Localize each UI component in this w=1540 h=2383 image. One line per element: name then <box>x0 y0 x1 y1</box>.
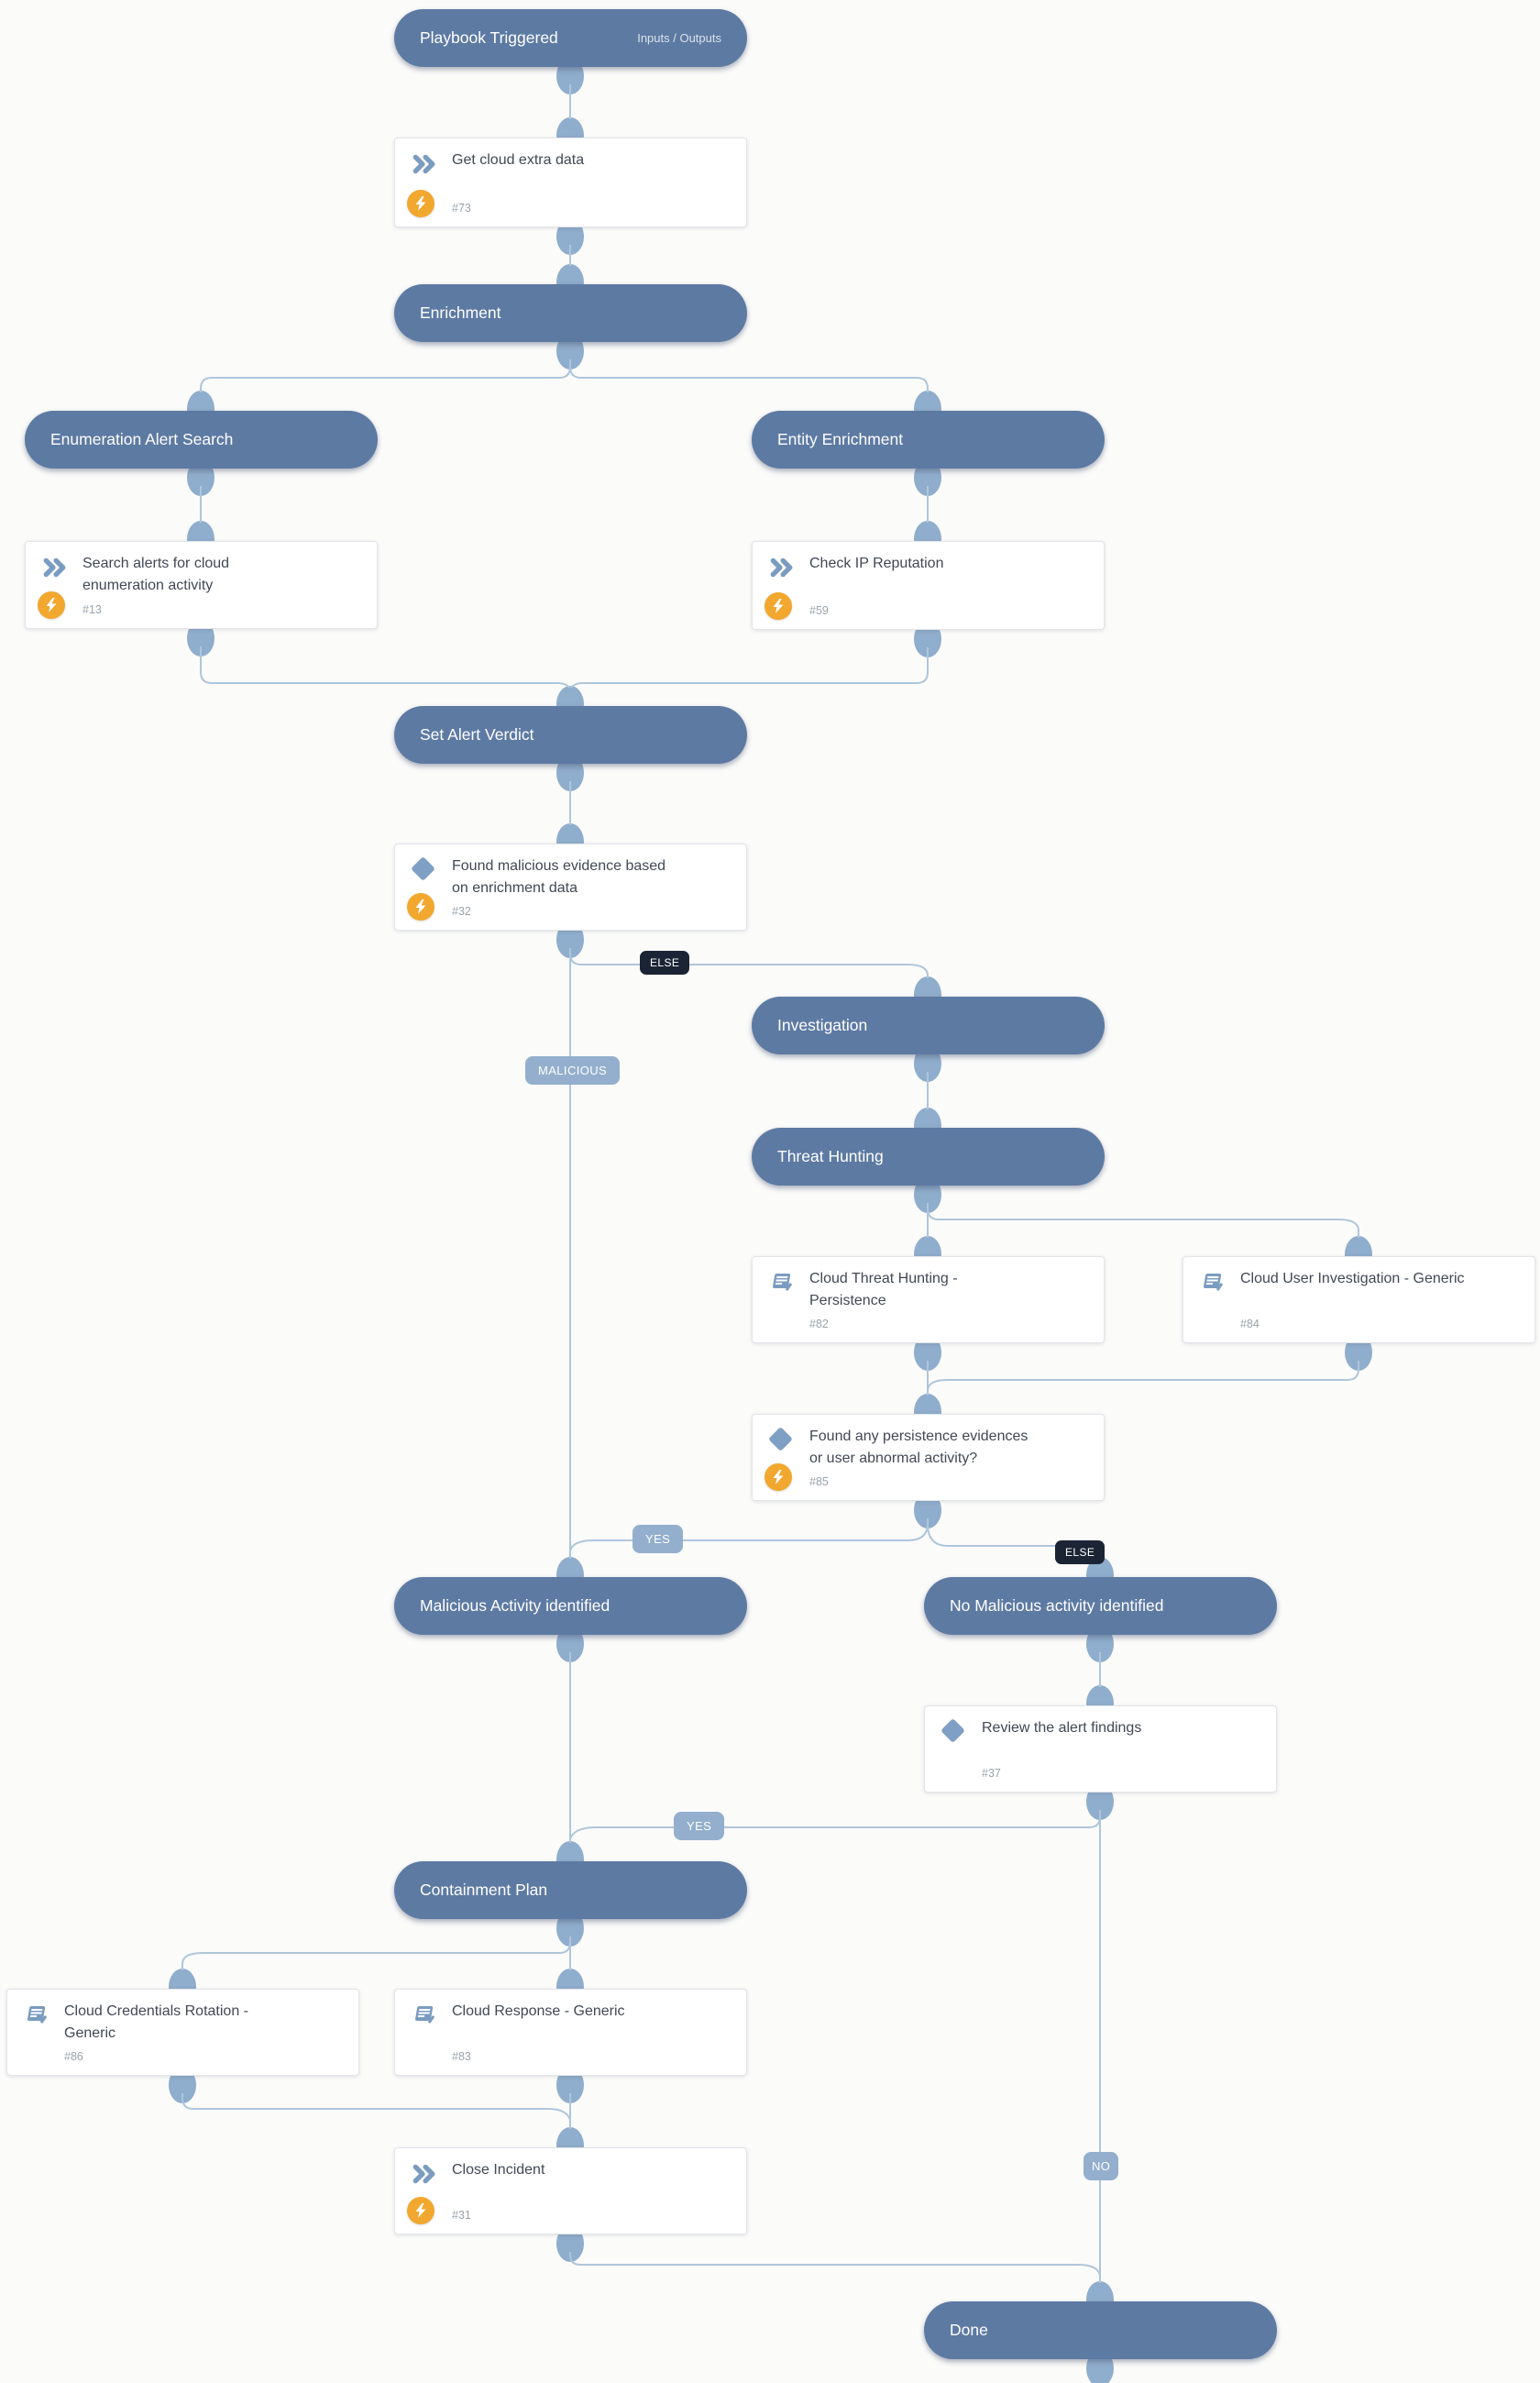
subplaybook-cloud-response-generic[interactable]: Cloud Response - Generic #83 <box>394 1989 747 2076</box>
task-id: #37 <box>982 1767 1001 1780</box>
condition-diamond-icon <box>940 1718 965 1743</box>
condition-found-malicious-evidence[interactable]: Found malicious evidence based on enrich… <box>394 844 747 931</box>
connector-paths <box>182 84 1359 2287</box>
section-label: Enrichment <box>420 303 501 322</box>
playbook-book-icon <box>412 2003 435 2027</box>
automation-lightning-icon <box>407 190 434 217</box>
section-enrichment[interactable]: Enrichment <box>394 284 747 342</box>
task-id: #85 <box>809 1475 829 1488</box>
automation-task-icon <box>769 556 793 579</box>
task-id: #13 <box>82 603 102 616</box>
task-id: #73 <box>452 202 471 215</box>
condition-diamond-icon <box>768 1427 793 1451</box>
section-label: Entity Enrichment <box>777 430 904 448</box>
section-investigation[interactable]: Investigation <box>752 997 1105 1054</box>
section-label: Enumeration Alert Search <box>50 430 234 448</box>
subplaybook-cloud-user-investigation-generic[interactable]: Cloud User Investigation - Generic #84 <box>1182 1256 1535 1343</box>
section-label: No Malicious activity identified <box>950 1596 1164 1615</box>
task-title: Check IP Reputation <box>809 556 944 571</box>
task-id: #32 <box>452 905 471 918</box>
task-title: Search alerts for cloud enumeration acti… <box>82 556 230 593</box>
task-id: #31 <box>452 2209 471 2222</box>
task-title: Cloud Response - Generic <box>452 2003 625 2019</box>
section-label: Threat Hunting <box>777 1147 884 1165</box>
section-containment-plan[interactable]: Containment Plan <box>394 1861 747 1919</box>
task-title: Get cloud extra data <box>452 152 585 168</box>
section-enumeration-alert-search[interactable]: Enumeration Alert Search <box>25 411 378 469</box>
edge-label-no: NO <box>1084 2152 1119 2180</box>
task-id: #59 <box>809 604 829 617</box>
subplaybook-cloud-credentials-rotation-generic[interactable]: Cloud Credentials Rotation - Generic #86 <box>6 1989 359 2076</box>
edge-label-else: ELSE <box>1055 1540 1106 1564</box>
condition-found-persistence-evidences[interactable]: Found any persistence evidences or user … <box>752 1414 1105 1501</box>
section-label: Done <box>950 2321 988 2339</box>
task-get-cloud-extra-data[interactable]: Get cloud extra data #73 <box>394 138 747 227</box>
automation-task-icon <box>412 152 435 176</box>
edge-label-yes: YES <box>632 1525 684 1553</box>
section-label: Playbook Triggered <box>420 28 558 47</box>
condition-review-alert-findings[interactable]: Review the alert findings #37 <box>924 1705 1277 1793</box>
section-done[interactable]: Done <box>924 2301 1277 2359</box>
task-close-incident[interactable]: Close Incident #31 <box>394 2147 747 2234</box>
condition-title: Review the alert findings <box>982 1720 1142 1736</box>
task-title: Cloud User Investigation - Generic <box>1240 1271 1465 1286</box>
section-entity-enrichment[interactable]: Entity Enrichment <box>752 411 1105 469</box>
playbook-book-icon <box>1200 1271 1224 1295</box>
section-no-malicious-activity-identified[interactable]: No Malicious activity identified <box>924 1577 1277 1635</box>
automation-lightning-icon <box>764 1463 792 1491</box>
condition-title: Found malicious evidence based on enrich… <box>452 858 666 896</box>
automation-lightning-icon <box>764 592 792 620</box>
subplaybook-cloud-threat-hunting-persistence[interactable]: Cloud Threat Hunting - Persistence #82 <box>752 1256 1105 1343</box>
section-malicious-activity-identified[interactable]: Malicious Activity identified <box>394 1577 747 1635</box>
condition-diamond-icon <box>411 856 435 881</box>
section-label: Set Alert Verdict <box>420 725 534 744</box>
automation-lightning-icon <box>38 591 65 619</box>
task-check-ip-reputation[interactable]: Check IP Reputation #59 <box>752 541 1105 630</box>
task-title: Close Incident <box>452 2162 545 2178</box>
automation-task-icon <box>412 2162 435 2186</box>
task-id: #82 <box>809 1318 829 1330</box>
task-title: Cloud Credentials Rotation - Generic <box>64 2003 248 2041</box>
inputs-outputs-link[interactable]: Inputs / Outputs <box>637 31 721 45</box>
condition-title: Found any persistence evidences or user … <box>809 1429 1028 1466</box>
section-label: Containment Plan <box>420 1881 548 1899</box>
task-search-alerts-cloud-enumeration[interactable]: Search alerts for cloud enumeration acti… <box>25 541 378 629</box>
task-id: #84 <box>1240 1318 1260 1330</box>
section-playbook-triggered[interactable]: Playbook Triggered Inputs / Outputs <box>394 9 747 67</box>
section-label: Investigation <box>777 1016 868 1034</box>
edge-label-yes: YES <box>674 1812 725 1840</box>
section-threat-hunting[interactable]: Threat Hunting <box>752 1128 1105 1186</box>
section-set-alert-verdict[interactable]: Set Alert Verdict <box>394 706 747 764</box>
task-id: #83 <box>452 2050 471 2063</box>
automation-lightning-icon <box>407 893 434 921</box>
task-title: Cloud Threat Hunting - Persistence <box>809 1271 958 1308</box>
edge-label-else: ELSE <box>640 951 690 975</box>
automation-lightning-icon <box>407 2197 434 2224</box>
edge-label-malicious: MALICIOUS <box>525 1056 621 1085</box>
section-label: Malicious Activity identified <box>420 1596 610 1615</box>
task-id: #86 <box>64 2050 83 2063</box>
playbook-book-icon <box>24 2003 48 2027</box>
automation-task-icon <box>42 556 66 579</box>
playbook-book-icon <box>769 1271 793 1295</box>
